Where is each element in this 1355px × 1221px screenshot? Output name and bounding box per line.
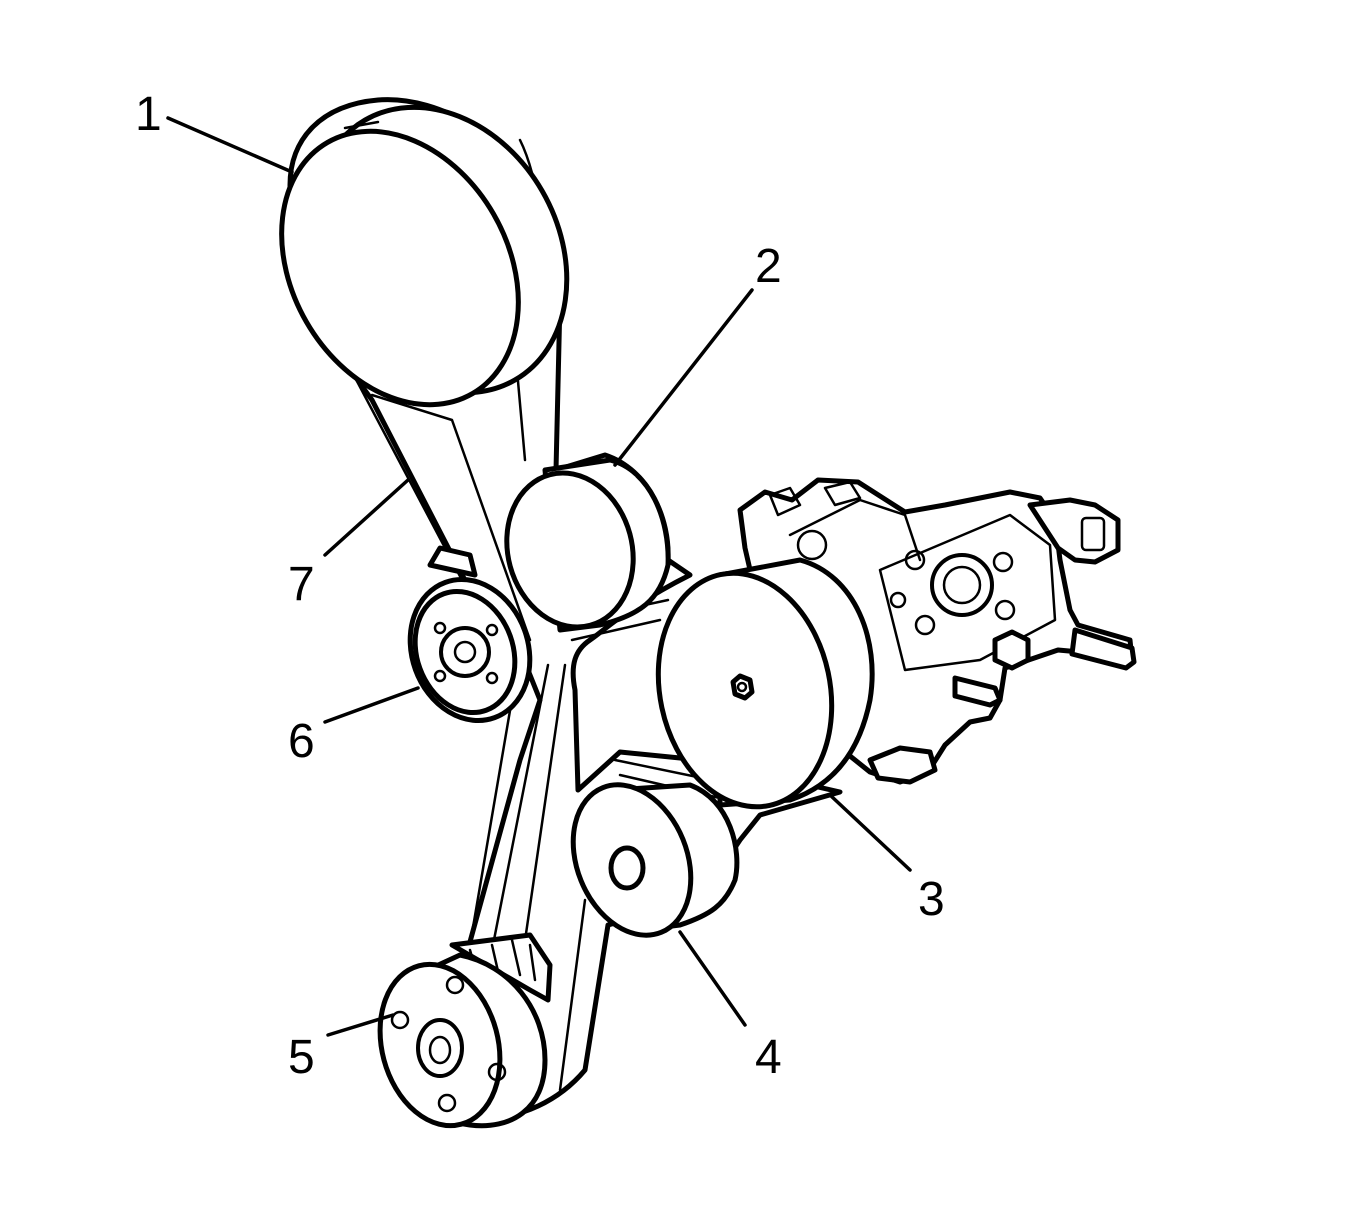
callout-5: 5 — [288, 1031, 315, 1084]
pulley-4-idler — [570, 782, 740, 938]
pulley-1 — [279, 104, 570, 408]
callout-6: 6 — [288, 715, 315, 768]
pulley-5-crankshaft — [377, 932, 553, 1129]
pulley-2-idler — [504, 457, 671, 633]
pulley-3-pump — [655, 557, 875, 810]
pulley-6-tensioner — [407, 545, 533, 724]
callout-4: 4 — [755, 1031, 782, 1084]
callout-labels: 1 2 3 4 5 6 7 — [135, 88, 945, 1084]
callout-7: 7 — [288, 558, 315, 611]
callout-1: 1 — [135, 88, 162, 141]
callout-2: 2 — [755, 240, 782, 293]
callout-3: 3 — [918, 873, 945, 926]
leader-lines — [166, 116, 912, 1037]
